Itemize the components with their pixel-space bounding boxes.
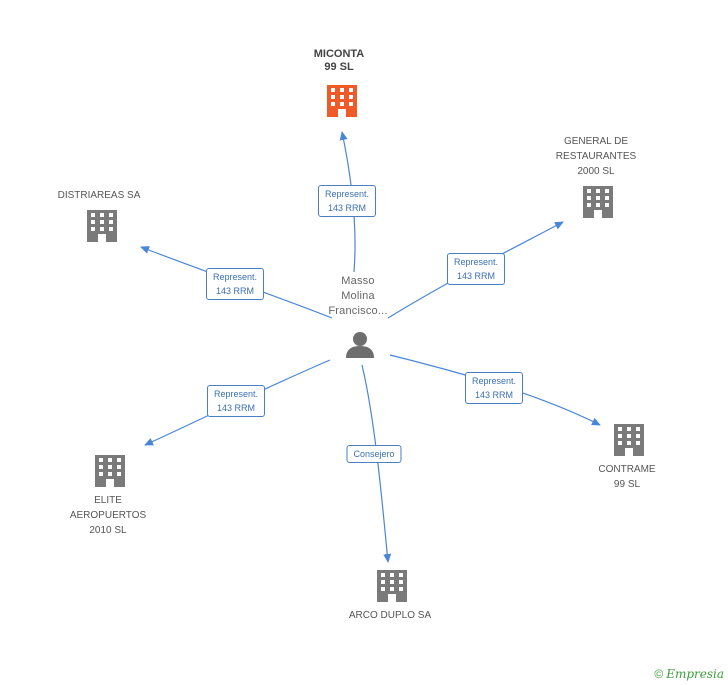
edge-label-general: Represent. 143 RRM [446, 253, 506, 285]
nodes-layer [87, 85, 644, 602]
brand-name: Empresia [666, 667, 724, 681]
edge-label-arco: Consejero [346, 445, 402, 463]
company-label-distriareas[interactable]: DISTRIAREAS SA [57, 190, 141, 201]
building-icon-arco[interactable] [377, 570, 407, 602]
company-label-arco[interactable]: ARCO DUPLO SA [348, 610, 432, 621]
building-icon-contrame[interactable] [614, 424, 644, 456]
company-label-elite[interactable]: ELITE AEROPUERTOS 2010 SL [69, 495, 147, 536]
edge-arco [361, 364, 392, 563]
edge-label-contrame: Represent. 143 RRM [464, 372, 524, 404]
company-label-contrame[interactable]: CONTRAME 99 SL [598, 464, 656, 490]
company-label-general[interactable]: GENERAL DE RESTAURANTES 2000 SL [555, 136, 637, 177]
edge-label-distriareas: Represent. 143 RRM [205, 268, 265, 300]
edge-label-miconta: Represent. 143 RRM [317, 185, 377, 217]
building-icon-miconta[interactable] [327, 85, 357, 117]
company-label-miconta[interactable]: MICONTA 99 SL [313, 48, 365, 73]
building-icon-distriareas[interactable] [87, 210, 117, 242]
building-icon-general[interactable] [583, 186, 613, 218]
footer-brand[interactable]: ©Empresia [654, 667, 724, 681]
person-label[interactable]: Masso Molina Francisco... [328, 275, 388, 317]
copyright-symbol: © [654, 667, 664, 681]
building-icon-elite[interactable] [95, 455, 125, 487]
person-icon[interactable] [346, 332, 374, 358]
edge-label-elite: Represent. 143 RRM [206, 385, 266, 417]
